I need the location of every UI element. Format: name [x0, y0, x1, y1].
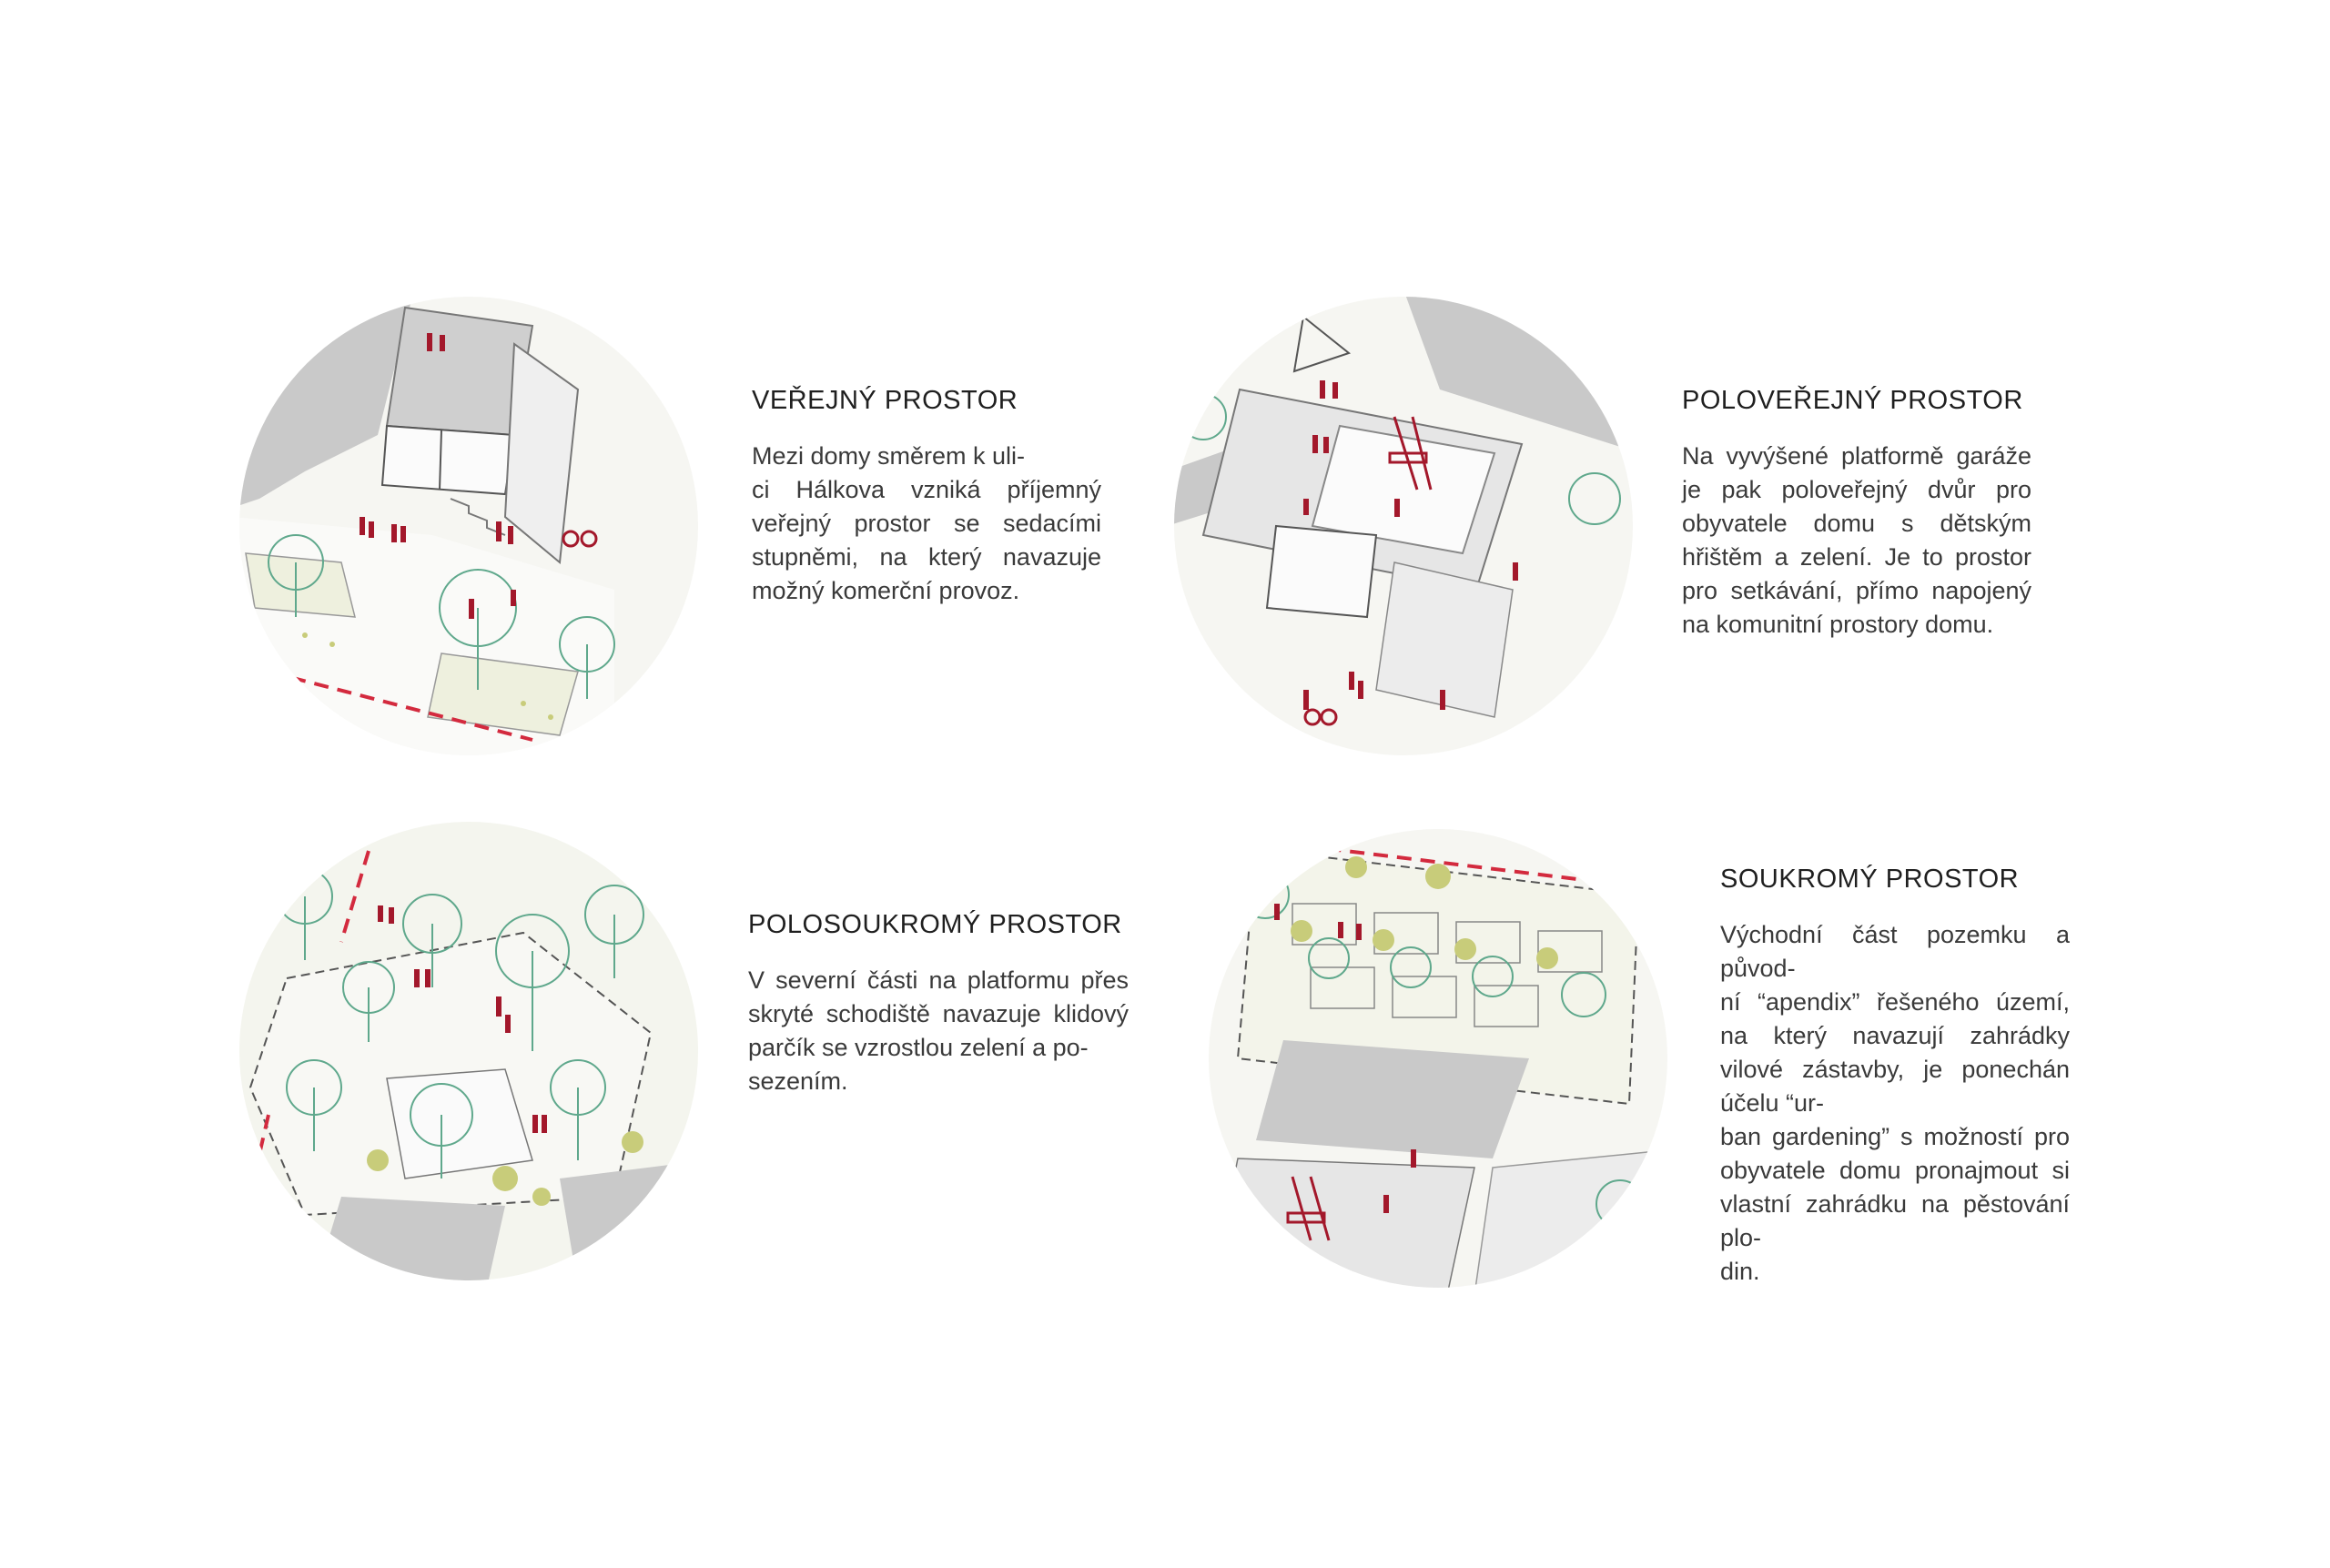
private-space-text: SOUKROMÝ PROSTOR Východní část pozemku a…: [1720, 865, 2070, 1289]
semi-private-space-description: V severní části na platformu přes skryté…: [748, 966, 1129, 1095]
semi-private-space-illustration: [232, 814, 705, 1288]
public-space-description: Mezi domy směrem k uli- ci Hálkova vznik…: [752, 442, 1101, 604]
private-space-title: SOUKROMÝ PROSTOR: [1720, 865, 2020, 894]
semi-private-space-text: POLOSOUKROMÝ PROSTOR V severní části na …: [748, 910, 1129, 1098]
semi-public-space-illustration: [1167, 289, 1640, 763]
semi-private-space-title: POLOSOUKROMÝ PROSTOR: [748, 910, 1122, 939]
semi-public-space-title: POLOVEŘEJNÝ PROSTOR: [1682, 386, 2023, 415]
private-space-illustration: [1201, 822, 1675, 1295]
public-space-text: VEŘEJNÝ PROSTOR Mezi domy směrem k uli- …: [752, 386, 1101, 608]
public-space-illustration: [232, 289, 705, 763]
private-space-description: Východní část pozemku a původ- ní “apend…: [1720, 921, 2070, 1285]
public-space-title: VEŘEJNÝ PROSTOR: [752, 386, 1018, 415]
semi-public-space-text: POLOVEŘEJNÝ PROSTOR Na vyvýšené platform…: [1682, 386, 2031, 642]
semi-public-space-description: Na vyvýšené platformě garáže je pak polo…: [1682, 442, 2031, 638]
